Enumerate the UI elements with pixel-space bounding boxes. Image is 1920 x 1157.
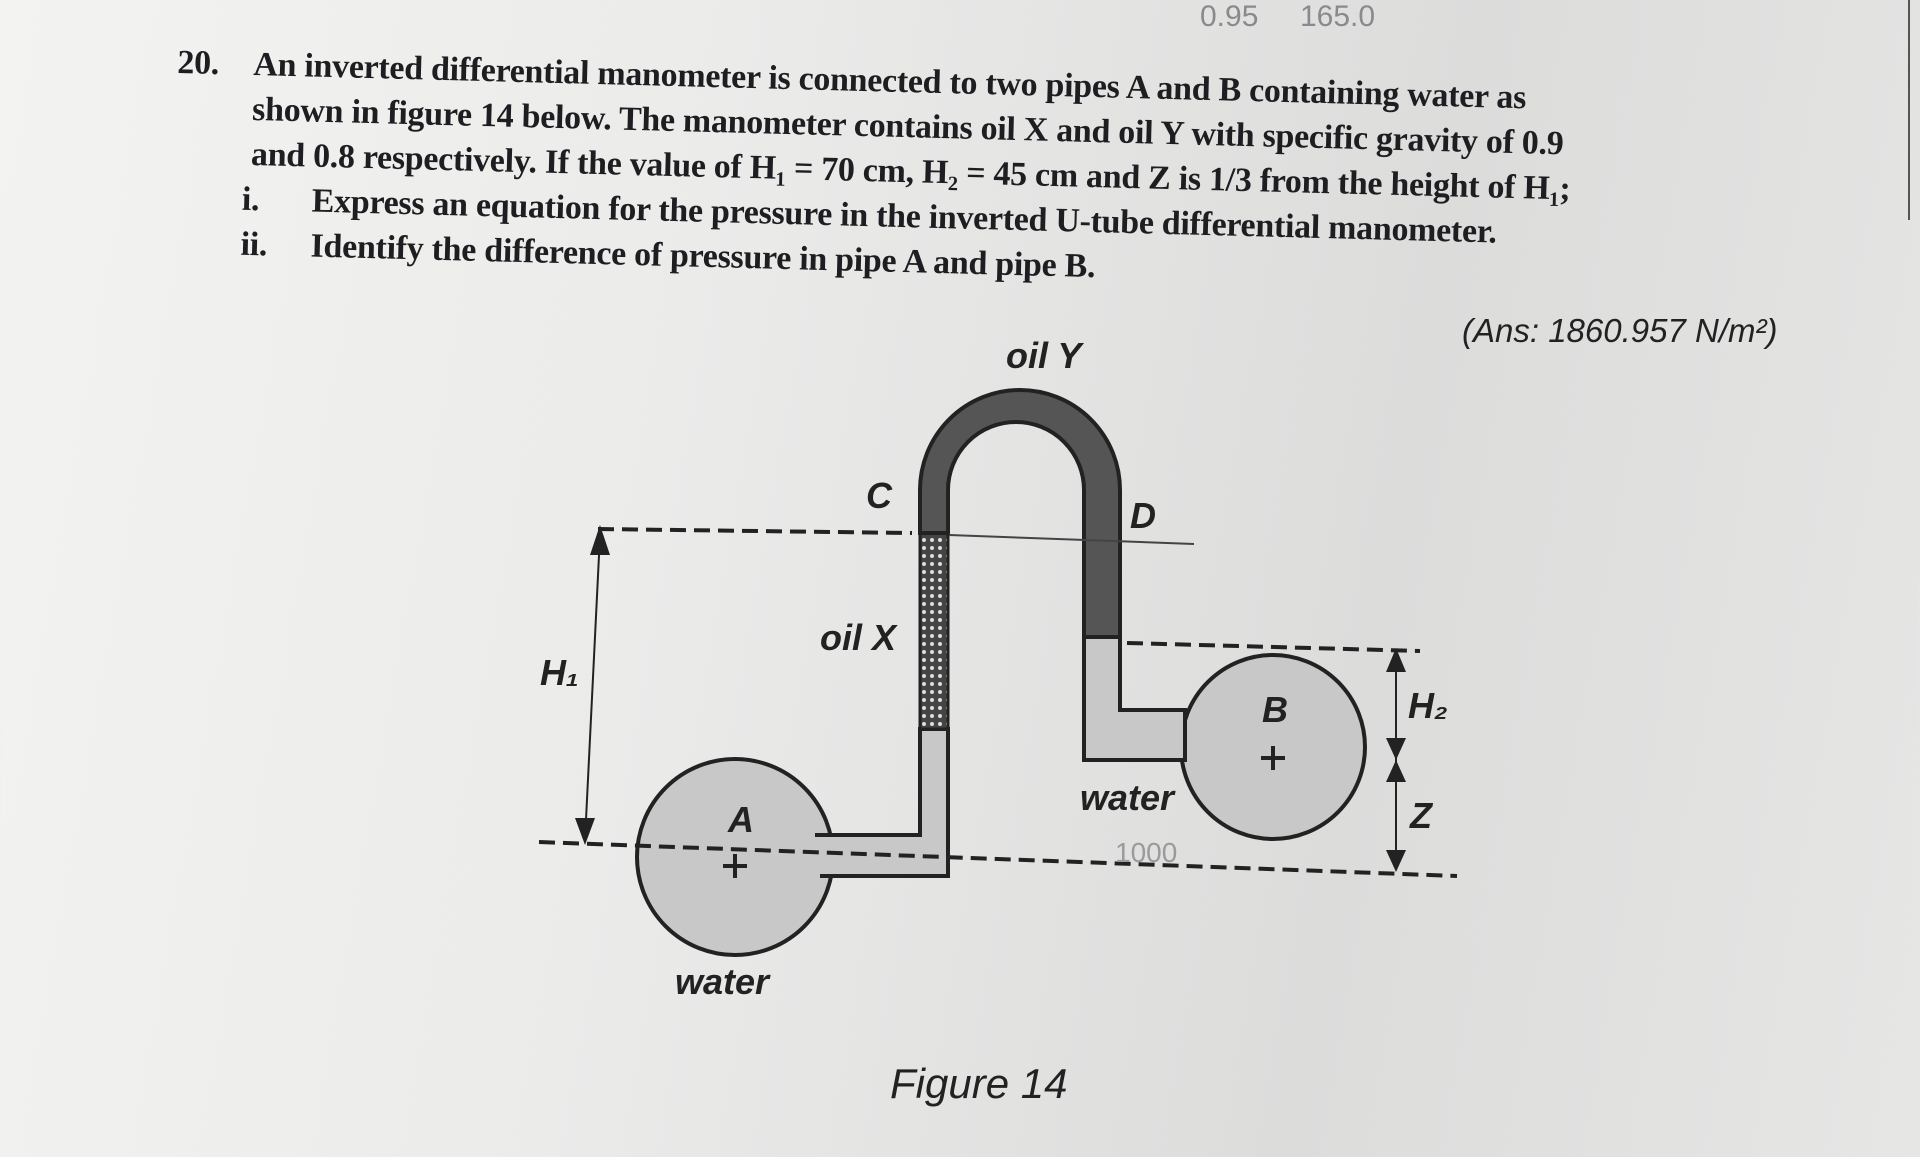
plus-icon [723, 854, 747, 878]
answer: (Ans: 1860.957 N/m²) [1462, 312, 1778, 349]
h1-label: H₁ [540, 652, 579, 693]
oil-y-column [918, 388, 1122, 639]
b-label: B [1262, 689, 1288, 730]
level-c-line [597, 527, 913, 535]
arrowhead-icon [1386, 738, 1406, 760]
right-water-column [1082, 635, 1187, 762]
h1-arrow [584, 534, 601, 841]
oil-x-column [918, 531, 950, 731]
datum-line [538, 840, 1458, 878]
h2-label: H₂ [1408, 685, 1448, 726]
pencil-note: 1000 [1115, 837, 1177, 868]
arrowhead-icon [1386, 850, 1406, 872]
oil-y-label: oil Y [1006, 335, 1084, 376]
z-label: Z [1409, 795, 1434, 836]
level-h2-line [1126, 641, 1421, 653]
a-label: A [727, 799, 754, 840]
pencil-note: 0.95 [1200, 0, 1259, 33]
c-label: C [866, 475, 893, 516]
d-label: D [1130, 495, 1156, 536]
arrowhead-icon [1386, 760, 1406, 782]
page-edge [1908, 0, 1920, 220]
figure-caption: Figure 14 [890, 1060, 1067, 1107]
pencil-note: 165.0 [1300, 0, 1376, 33]
arrowhead-icon [575, 818, 595, 845]
water-b-label: water [1080, 777, 1176, 818]
oil-x-label: oil X [820, 617, 898, 658]
arrowhead-icon [1386, 648, 1406, 672]
water-a-label: water [675, 961, 771, 1002]
level-d-line [948, 534, 1195, 545]
plus-icon [1261, 746, 1285, 770]
arrowhead-icon [590, 525, 610, 555]
